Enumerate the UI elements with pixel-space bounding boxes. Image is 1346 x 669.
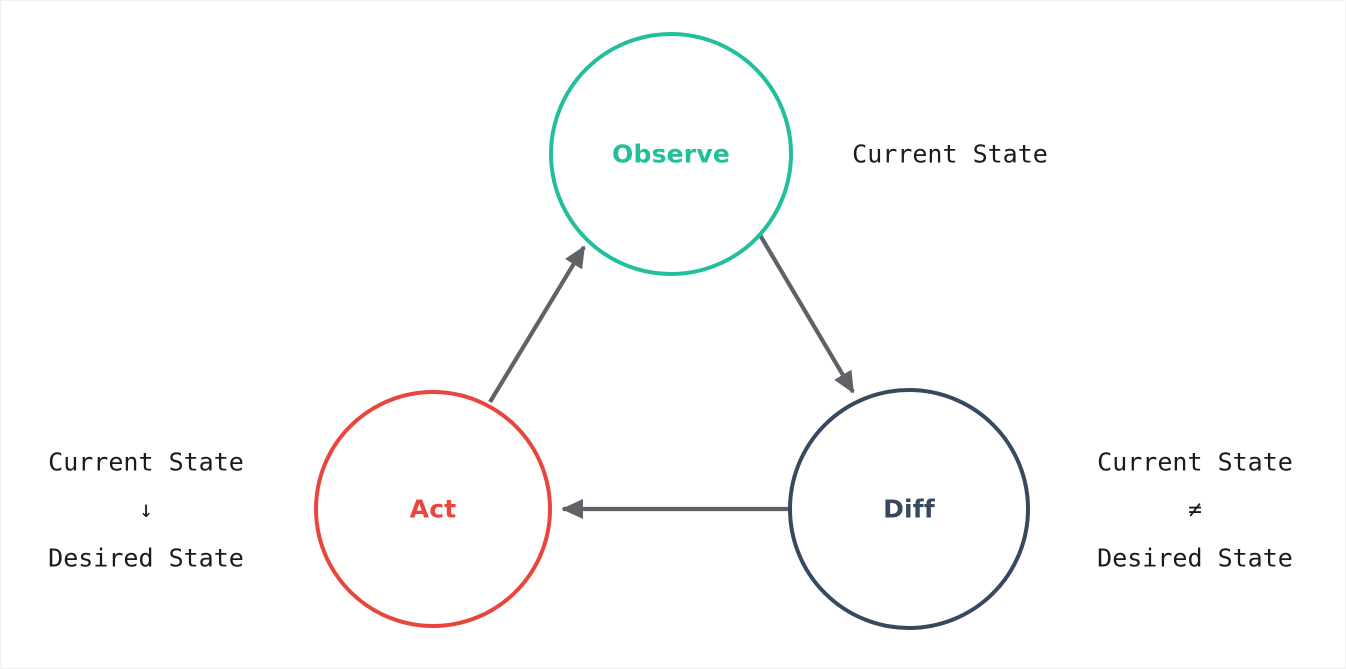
act-circle[interactable] bbox=[314, 390, 552, 628]
node-observe[interactable]: Observe bbox=[549, 32, 793, 276]
diff-annotation: Current State ≠ Desired State bbox=[1097, 448, 1293, 573]
diff-annotation-line-3: Desired State bbox=[1097, 544, 1293, 573]
diff-label: Diff bbox=[883, 495, 936, 524]
act-annotation-down-arrow-icon: ↓ bbox=[139, 497, 153, 523]
observe-label: Observe bbox=[612, 140, 730, 169]
edge-act-to-observe bbox=[488, 245, 586, 404]
edge-group bbox=[488, 233, 855, 520]
diff-circle[interactable] bbox=[788, 388, 1030, 630]
diff-annotation-not-equal-symbol: ≠ bbox=[1188, 497, 1202, 523]
observe-annotation-line-1: Current State bbox=[852, 140, 1048, 169]
node-act[interactable]: Act bbox=[314, 390, 552, 628]
diff-annotation-line-1: Current State bbox=[1097, 448, 1293, 477]
observe-circle[interactable] bbox=[549, 32, 793, 276]
act-label: Act bbox=[410, 495, 457, 524]
node-diff[interactable]: Diff bbox=[788, 388, 1030, 630]
edge-observe-to-diff bbox=[758, 233, 855, 394]
act-annotation-line-3: Desired State bbox=[48, 544, 244, 573]
observe-annotation: Current State bbox=[852, 140, 1048, 169]
act-annotation: Current State ↓ Desired State bbox=[48, 448, 244, 573]
act-annotation-line-1: Current State bbox=[48, 448, 244, 477]
